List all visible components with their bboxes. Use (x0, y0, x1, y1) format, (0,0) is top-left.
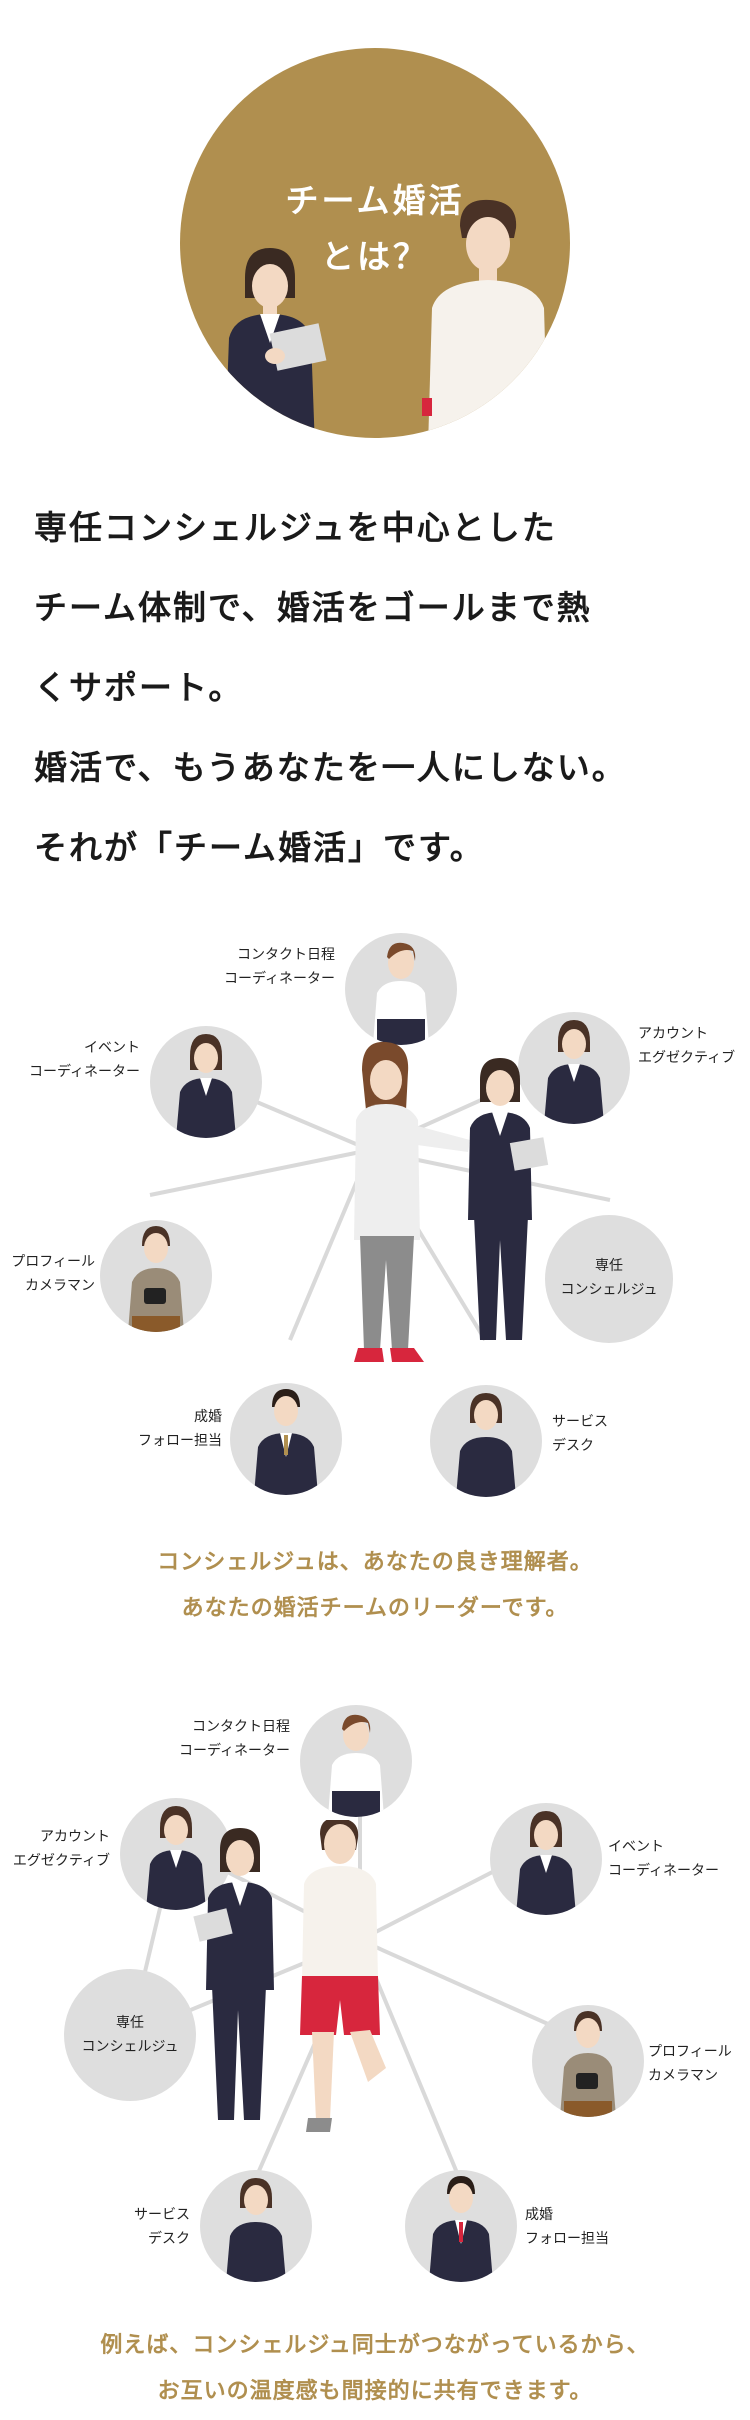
hero-title: チーム婚活 とは？ (180, 173, 570, 285)
label-line: イベント (84, 1040, 140, 1056)
node-concierge-2 (64, 1969, 196, 2101)
hero-circle: チーム婚活 とは？ (180, 48, 570, 438)
event-coordinator-icon (176, 1034, 236, 1138)
label-account-executive-1: アカウント エグゼクティブ (638, 1022, 748, 1070)
customer-man-illustration (422, 199, 548, 438)
concierge-woman-illustration (225, 248, 327, 438)
label-service-desk-2: サービス デスク (90, 2203, 190, 2251)
node-follow-staff-2 (405, 2170, 517, 2282)
label-line: エグゼクティブ (12, 1853, 110, 1869)
camera-operator-icon (560, 2011, 616, 2117)
node-event-coordinator-1 (150, 1026, 262, 1138)
label-event-coordinator-1: イベント コーディネーター (10, 1036, 140, 1084)
node-account-executive-1 (518, 1012, 630, 1124)
label-line: カメラマン (648, 2068, 718, 2084)
label-line: コンタクト日程 (237, 947, 335, 963)
camera-operator-icon (128, 1226, 184, 1332)
label-follow-staff-1: 成婚 フォロー担当 (110, 1405, 222, 1453)
node-profile-camera-2 (532, 2005, 644, 2117)
label-profile-camera-2: プロフィール カメラマン (648, 2040, 748, 2088)
diagram1-center-figures (354, 1041, 549, 1362)
diagram2-caption: 例えば、コンシェルジュ同士がつながっているから、 お互いの温度感も間接的に共有で… (0, 2323, 750, 2415)
label-line: コンシェルジュ (560, 1282, 658, 1298)
label-line: コーディネーター (28, 1064, 140, 1080)
label-line: イベント (608, 1839, 664, 1855)
label-line: カメラマン (25, 1278, 95, 1294)
label-line: デスク (552, 1438, 594, 1454)
label-account-executive-2: アカウント エグゼクティブ (0, 1825, 110, 1873)
label-service-desk-1: サービス デスク (552, 1410, 652, 1458)
node-service-desk-2 (200, 2170, 312, 2282)
service-desk-icon (226, 2178, 286, 2282)
label-line: コンタクト日程 (192, 1719, 290, 1735)
contact-coordinator-icon (328, 1714, 384, 1817)
label-line: サービス (552, 1414, 608, 1430)
diagram2-center-figures (193, 1820, 386, 2132)
label-follow-staff-2: 成婚 フォロー担当 (525, 2203, 635, 2251)
contact-coordinator-icon (373, 942, 429, 1045)
label-line: 専任 (595, 1258, 623, 1274)
label-line: 成婚 (194, 1409, 222, 1425)
label-line: サービス (134, 2207, 190, 2223)
label-line: プロフィール (11, 1254, 95, 1270)
label-line: デスク (148, 2231, 190, 2247)
label-contact-coordinator-1: コンタクト日程 コーディネーター (190, 943, 335, 991)
hero-title-line1: チーム婚活 (285, 181, 465, 220)
label-line: コーディネーター (608, 1863, 720, 1879)
follow-staff-icon (254, 1389, 318, 1495)
label-line: アカウント (40, 1829, 110, 1845)
label-concierge-1: 専任 コンシェルジュ (545, 1254, 673, 1302)
label-line: コンシェルジュ (81, 2039, 179, 2055)
node-profile-camera-1 (100, 1220, 212, 1332)
node-contact-coordinator-1 (345, 933, 457, 1045)
node-concierge-1 (545, 1215, 673, 1343)
label-concierge-2: 専任 コンシェルジュ (64, 2011, 196, 2059)
label-line: コーディネーター (178, 1743, 290, 1759)
node-follow-staff-1 (230, 1383, 342, 1495)
label-line: エグゼクティブ (638, 1050, 736, 1066)
intro-line: 専任コンシェルジュを中心とした (34, 508, 557, 547)
account-executive-icon (544, 1020, 604, 1124)
intro-line: 婚活で、もうあなたを一人にしない。 (34, 748, 627, 787)
label-line: コーディネーター (223, 971, 335, 987)
event-coordinator-icon (516, 1811, 576, 1915)
label-line: 成婚 (525, 2207, 553, 2223)
caption-line: お互いの温度感も間接的に共有できます。 (157, 2379, 593, 2404)
intro-line: くサポート。 (34, 668, 244, 707)
label-line: 専任 (116, 2015, 144, 2031)
label-profile-camera-1: プロフィール カメラマン (0, 1250, 95, 1298)
caption-line: コンシェルジュは、あなたの良き理解者。 (157, 1550, 593, 1575)
node-service-desk-1 (430, 1385, 542, 1497)
account-executive-icon (146, 1806, 206, 1910)
node-event-coordinator-2 (490, 1803, 602, 1915)
intro-text: 専任コンシェルジュを中心とした チーム体制で、婚活をゴールまで熱 くサポート。 … (34, 488, 734, 888)
label-event-coordinator-2: イベント コーディネーター (608, 1835, 748, 1883)
node-contact-coordinator-2 (300, 1705, 412, 1817)
caption-line: 例えば、コンシェルジュ同士がつながっているから、 (100, 2333, 650, 2358)
follow-staff-icon (429, 2176, 493, 2282)
label-line: プロフィール (648, 2044, 732, 2060)
label-line: アカウント (638, 1026, 708, 1042)
intro-line: チーム体制で、婚活をゴールまで熱 (34, 588, 592, 627)
hero-title-line2: とは？ (321, 237, 429, 276)
service-desk-icon (456, 1393, 516, 1497)
label-contact-coordinator-2: コンタクト日程 コーディネーター (150, 1715, 290, 1763)
intro-line: それが「チーム婚活」です。 (34, 828, 485, 867)
caption-line: あなたの婚活チームのリーダーです。 (181, 1596, 569, 1621)
label-line: フォロー担当 (525, 2231, 609, 2247)
diagram1-caption: コンシェルジュは、あなたの良き理解者。 あなたの婚活チームのリーダーです。 (0, 1540, 750, 1632)
label-line: フォロー担当 (138, 1433, 222, 1449)
